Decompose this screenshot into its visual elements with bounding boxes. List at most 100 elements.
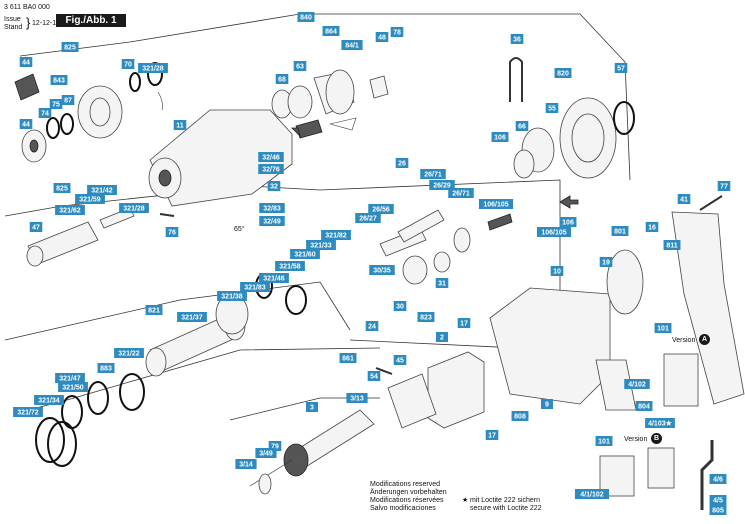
part-label-44b: 44 (19, 119, 33, 129)
part-label-321_47: 321/47 (55, 373, 85, 383)
part-label-75: 75 (49, 99, 63, 109)
part-label-text: 66 (518, 124, 526, 131)
part-label-text: 70 (124, 62, 132, 69)
part-label-text: 843 (53, 78, 65, 85)
part-label-26: 26 (395, 158, 409, 168)
part-label-text: 2 (440, 335, 444, 342)
motor-housing (489, 249, 644, 411)
part-label-box (595, 436, 613, 446)
part-label-text: 321/50 (62, 385, 84, 392)
part-label-box (58, 382, 88, 392)
part-label-box (395, 158, 409, 168)
part-label-321_58: 321/58 (275, 261, 305, 271)
part-label-text: 54 (370, 374, 378, 381)
part-label-box (478, 199, 514, 209)
part-label-text: 48 (378, 35, 386, 42)
part-label-box (19, 119, 33, 129)
part-label-811: 811 (663, 240, 681, 250)
issue-date: 12-12-12 (32, 20, 61, 27)
part-label-321_82: 321/82 (321, 230, 351, 240)
part-label-text: 3 (310, 405, 314, 412)
part-label-box (550, 266, 564, 276)
part-label-2: 2 (436, 332, 448, 342)
part-label-text: 26/71 (452, 191, 470, 198)
part-label-84_1: 84/1 (341, 40, 363, 50)
part-label-821: 821 (145, 305, 163, 315)
part-label-26_29: 26/29 (429, 180, 455, 190)
part-label-box (485, 430, 499, 440)
loctite-de: mit Loctite 222 sichern (470, 497, 541, 504)
part-label-box (293, 61, 307, 71)
part-label-text: 44 (22, 122, 30, 129)
part-label-text: 840 (300, 15, 312, 22)
part-label-text: 32/46 (262, 155, 280, 162)
part-label-box (515, 121, 529, 131)
part-label-box (259, 216, 285, 226)
part-label-box (545, 103, 559, 113)
part-label-box (138, 63, 168, 73)
part-label-box (217, 291, 247, 301)
figure-badge: Fig./Abb. 1 (56, 14, 126, 27)
part-label-text: 101 (598, 439, 610, 446)
part-label-text: 821 (148, 308, 160, 315)
part-label-321_28b: 321/28 (119, 203, 149, 213)
part-label-box (255, 448, 277, 458)
part-label-text: 87 (64, 98, 72, 105)
part-label-text: 79 (271, 444, 279, 451)
part-label-4_103: 4/103★ (645, 418, 675, 428)
part-label-70: 70 (121, 59, 135, 69)
part-label-10: 10 (550, 266, 564, 276)
part-label-3_49: 3/49 (255, 448, 277, 458)
part-label-text: 68 (278, 77, 286, 84)
part-label-box (290, 249, 320, 259)
part-label-text: 808 (514, 414, 526, 421)
part-label-text: 9 (545, 402, 549, 409)
part-label-24: 24 (365, 321, 379, 331)
part-label-text: 32/76 (262, 167, 280, 174)
part-label-box (341, 40, 363, 50)
part-label-79: 79 (268, 441, 282, 451)
part-label-box (393, 301, 407, 311)
part-label-box (635, 401, 653, 411)
part-label-text: 32/83 (263, 206, 281, 213)
loctite-note: mit Loctite 222 sichern secure with Loct… (470, 497, 542, 513)
part-label-text: 864 (325, 29, 337, 36)
part-label-106_105a: 106/105 (478, 199, 514, 209)
version-a-label: Version (672, 337, 696, 344)
part-label-321_72: 321/72 (13, 407, 43, 417)
part-label-box (663, 240, 681, 250)
part-label-text: 321/34 (38, 398, 60, 405)
part-label-text: 47 (32, 225, 40, 232)
part-label-321_42: 321/42 (87, 185, 117, 195)
part-label-text: 4/5 (713, 498, 723, 505)
part-label-74: 74 (38, 108, 52, 118)
part-label-box (19, 57, 33, 67)
part-label-45: 45 (393, 355, 407, 365)
part-label-44a: 44 (19, 57, 33, 67)
part-label-box (145, 305, 163, 315)
part-label-text: 321/28 (123, 206, 145, 213)
loctite-star: ★ (462, 497, 469, 504)
part-label-box (614, 63, 628, 73)
part-label-321_38: 321/38 (217, 291, 247, 301)
part-label-box (429, 180, 455, 190)
part-label-box (491, 132, 509, 142)
part-label-text: 883 (100, 366, 112, 373)
part-label-text: 26 (398, 161, 406, 168)
part-label-box (339, 353, 357, 363)
part-label-text: 19 (602, 260, 610, 267)
part-label-text: 321/59 (79, 197, 101, 204)
part-label-text: 321/58 (279, 264, 301, 271)
part-label-box (259, 273, 289, 283)
part-label-4_102: 4/102 (624, 379, 650, 389)
part-label-box (177, 312, 207, 322)
modifications-note: Modifications reserved Änderungen vorbeh… (370, 481, 447, 513)
part-label-883: 883 (97, 363, 115, 373)
part-label-text: 321/37 (181, 315, 203, 322)
part-label-text: 17 (460, 321, 468, 328)
part-label-box (375, 32, 389, 42)
part-label-box (61, 42, 79, 52)
part-label-box (55, 205, 85, 215)
doc-number: 3 611 BA0 000 (4, 4, 50, 11)
part-label-823: 823 (417, 312, 435, 322)
